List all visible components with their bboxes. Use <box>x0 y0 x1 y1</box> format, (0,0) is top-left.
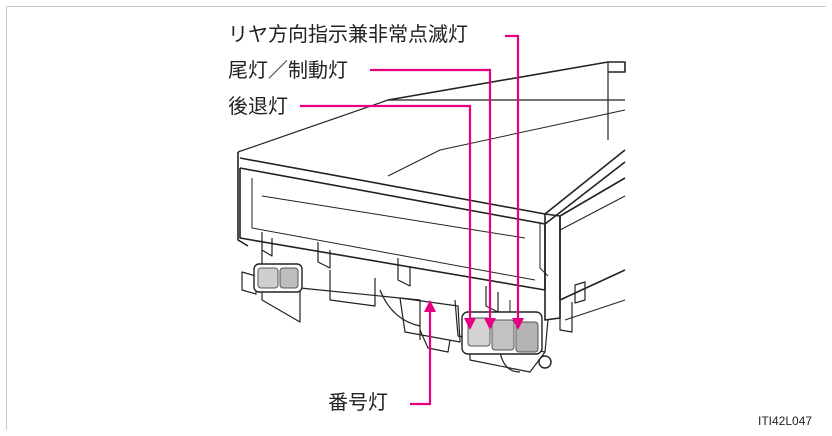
figure-code: ITI42L047 <box>758 414 813 428</box>
arrowhead-license-plate <box>424 300 436 312</box>
left-lamp-cluster <box>253 263 303 293</box>
leader-rear-turn-hazard <box>505 34 520 320</box>
figure-frame <box>6 6 826 430</box>
right-lamp-cluster <box>461 311 543 355</box>
label-backup: 後退灯 <box>228 94 288 118</box>
leader-backup <box>300 104 472 320</box>
arrowhead-backup <box>464 318 476 330</box>
label-tail-stop: 尾灯／制動灯 <box>228 58 348 82</box>
arrowhead-rear-turn-hazard <box>512 318 524 330</box>
arrowhead-tail-stop <box>484 318 496 330</box>
label-license-plate: 番号灯 <box>328 390 388 414</box>
label-rear-turn-hazard: リヤ方向指示兼非常点滅灯 <box>228 22 468 46</box>
leader-license-plate <box>410 310 432 406</box>
leader-tail-stop <box>370 68 492 320</box>
